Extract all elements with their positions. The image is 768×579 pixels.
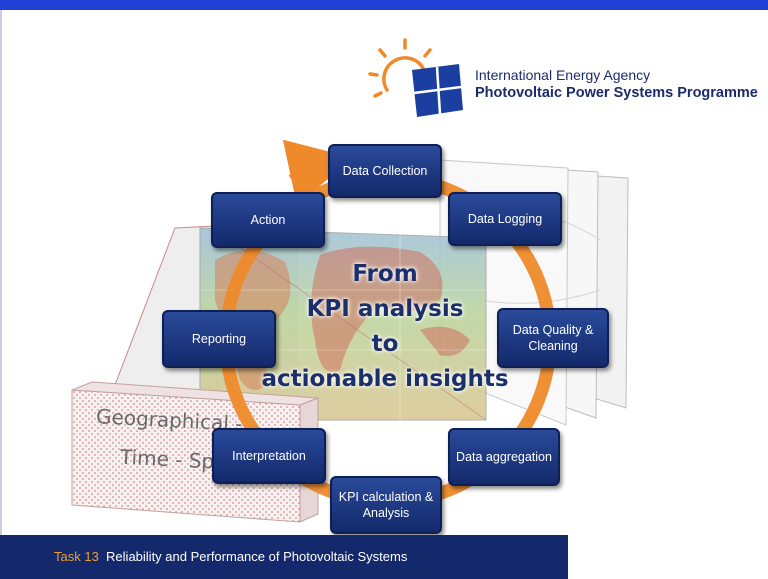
- center-headline: From KPI analysis to actionable insights: [250, 257, 520, 397]
- footer-task: Task 13: [54, 549, 99, 564]
- logo-line1: International Energy Agency: [475, 67, 651, 83]
- step-action[interactable]: Action: [211, 192, 325, 248]
- solar-panel-icon: [412, 64, 463, 117]
- footer-title: Reliability and Performance of Photovolt…: [106, 549, 408, 564]
- center-line1: From: [352, 261, 418, 287]
- iea-pvps-logo: International Energy Agency Photovoltaic…: [365, 38, 765, 118]
- sun-icon: [368, 38, 432, 98]
- center-line3: to: [371, 331, 399, 357]
- logo-graphic: [368, 38, 463, 117]
- step-reporting[interactable]: Reporting: [162, 310, 276, 368]
- step-data-aggregation[interactable]: Data aggregation: [448, 428, 560, 486]
- center-line4: actionable insights: [261, 366, 509, 392]
- left-rule: [0, 10, 2, 535]
- logo-text: International Energy Agency Photovoltaic…: [475, 66, 758, 102]
- step-data-quality-cleaning[interactable]: Data Quality & Cleaning: [497, 308, 609, 368]
- step-data-logging[interactable]: Data Logging: [448, 192, 562, 246]
- center-line2: KPI analysis: [306, 296, 464, 322]
- step-data-collection[interactable]: Data Collection: [328, 144, 442, 198]
- top-accent-bar: [0, 0, 768, 10]
- step-kpi-calculation[interactable]: KPI calculation & Analysis: [330, 476, 442, 534]
- cycle-arrow: [282, 139, 355, 205]
- step-interpretation[interactable]: Interpretation: [212, 428, 326, 484]
- footer-bar: Task 13 Reliability and Performance of P…: [0, 535, 568, 579]
- footer-text: Task 13 Reliability and Performance of P…: [54, 549, 407, 564]
- logo-line2: Photovoltaic Power Systems Programme: [475, 85, 758, 101]
